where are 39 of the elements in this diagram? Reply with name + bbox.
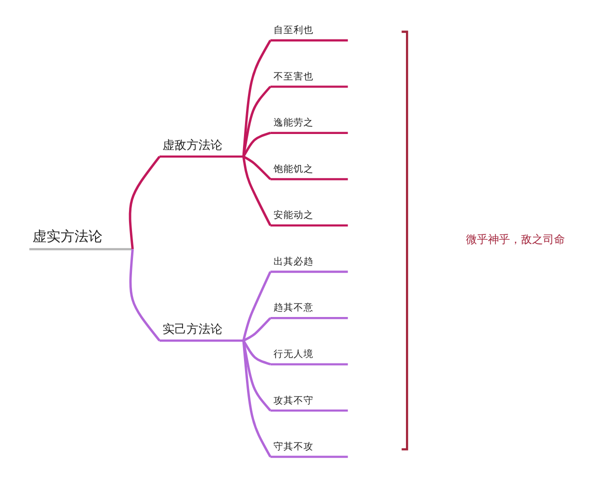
node-label: 虚实方法论: [32, 228, 102, 245]
connector: [128, 249, 160, 342]
node-box: [270, 132, 348, 134]
connector: [242, 271, 271, 341]
connector: [242, 340, 271, 412]
node-label: 安能动之: [273, 210, 314, 222]
node-box: [270, 178, 348, 180]
label: 微乎神乎，敌之司命: [466, 233, 565, 246]
node-box: [270, 224, 348, 227]
node-box: [159, 156, 243, 158]
node-label: 出其必趋: [273, 256, 314, 268]
connector: [242, 40, 271, 157]
node-label: 实己方法论: [162, 322, 222, 336]
node-label: 攻其不守: [273, 395, 314, 406]
node-label: 逸能劳之: [273, 118, 314, 129]
connector: [242, 317, 271, 342]
node-box: [270, 363, 348, 366]
node-box: [270, 410, 348, 412]
node-box: [28, 248, 132, 250]
node-label: 行无人境: [273, 348, 314, 360]
node-box: [270, 456, 348, 458]
node-box: [270, 86, 348, 88]
connector: [242, 156, 271, 180]
node-label: 守其不攻: [273, 442, 314, 453]
connector: [242, 86, 271, 157]
node-label: 自至利也: [273, 25, 314, 36]
node-label: 不至害也: [273, 71, 314, 82]
connector: [242, 132, 270, 158]
node-label: 趋其不意: [273, 302, 314, 314]
node-box: [270, 270, 348, 273]
connector: [242, 156, 271, 226]
node-label: 虚敌方法论: [162, 138, 222, 152]
node-label: 饱能饥之: [273, 164, 314, 175]
node-box: [159, 340, 243, 342]
connector: [242, 340, 270, 366]
node-box: [270, 39, 348, 42]
connector: [128, 156, 160, 250]
connector: [242, 340, 271, 458]
node-box: [270, 316, 348, 320]
